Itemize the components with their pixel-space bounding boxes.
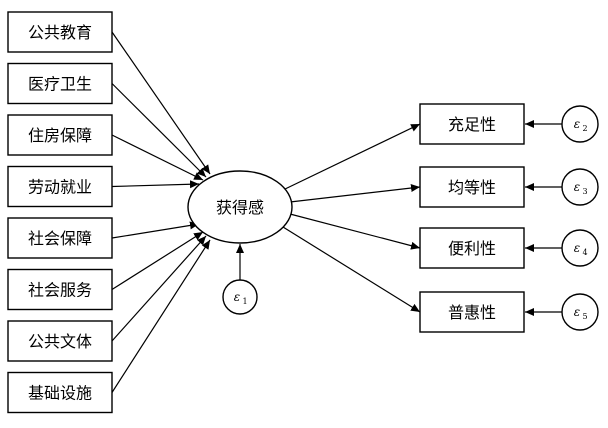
output-arrow-2: [289, 184, 421, 203]
input-label: 社会保障: [28, 229, 92, 248]
output-label: 普惠性: [448, 303, 496, 322]
output-arrow-3: [289, 213, 421, 250]
input-node-8: 基础设施: [7, 371, 113, 414]
output-node-3: 便利性: [419, 227, 525, 269]
input-label: 医疗卫生: [28, 75, 92, 94]
error-circle: [561, 105, 599, 143]
input-arrow-7: [111, 235, 207, 342]
error-circle: [561, 168, 599, 206]
input-node-4: 劳动就业: [7, 165, 113, 208]
output-box: [419, 103, 525, 145]
input-box: [7, 217, 113, 259]
output-node-4: 普惠性: [419, 291, 525, 333]
error-circle: [561, 293, 599, 331]
output-error-subscript: 4: [582, 248, 587, 257]
input-box: [7, 62, 113, 105]
input-arrow-3: [111, 134, 204, 181]
input-arrow-2: [111, 83, 207, 178]
center-error-symbol: ε: [234, 290, 240, 304]
input-box: [7, 11, 113, 53]
input-arrow-6: [111, 231, 204, 291]
input-arrow-5: [111, 221, 200, 239]
input-label: 社会服务: [28, 281, 92, 300]
input-arrow-1: [111, 31, 211, 175]
error-circle: [222, 279, 258, 315]
input-label: 劳动就业: [28, 178, 92, 197]
input-node-1: 公共教育: [7, 11, 113, 53]
output-arrow-1: [282, 123, 421, 191]
edges-layer: [111, 31, 562, 393]
input-box: [7, 371, 113, 414]
input-node-7: 公共文体: [7, 320, 113, 362]
output-node-2: 均等性: [419, 166, 525, 208]
input-box: [7, 320, 113, 362]
input-box: [7, 114, 113, 156]
center-node: 获得感: [187, 170, 293, 244]
input-node-6: 社会服务: [7, 268, 113, 311]
output-error-symbol: ε: [574, 117, 580, 131]
input-box: [7, 165, 113, 208]
output-error-symbol: ε: [574, 305, 580, 319]
center-label: 获得感: [216, 198, 264, 217]
output-node-1: 充足性: [419, 103, 525, 145]
output-box: [419, 166, 525, 208]
output-label: 充足性: [448, 115, 496, 134]
input-arrow-8: [111, 239, 211, 393]
output-box: [419, 291, 525, 333]
input-label: 公共教育: [28, 23, 92, 42]
output-arrow-4: [282, 226, 421, 313]
output-error-subscript: 5: [582, 312, 587, 321]
input-node-2: 医疗卫生: [7, 62, 113, 105]
center-error-subscript: 1: [242, 297, 247, 306]
input-label: 公共文体: [28, 332, 92, 351]
output-label: 便利性: [448, 239, 496, 258]
output-label: 均等性: [448, 178, 496, 197]
output-error-symbol: ε: [574, 241, 580, 255]
output-box: [419, 227, 525, 269]
output-error-symbol: ε: [574, 180, 580, 194]
input-node-5: 社会保障: [7, 217, 113, 259]
input-node-3: 住房保障: [7, 114, 113, 156]
output-error-subscript: 2: [582, 124, 587, 133]
input-arrow-4: [111, 180, 200, 189]
error-circle: [561, 229, 599, 267]
input-box: [7, 268, 113, 311]
center-ellipse: [187, 170, 293, 244]
input-label: 基础设施: [28, 384, 92, 403]
output-error-subscript: 3: [582, 187, 587, 196]
input-label: 住房保障: [28, 126, 92, 145]
